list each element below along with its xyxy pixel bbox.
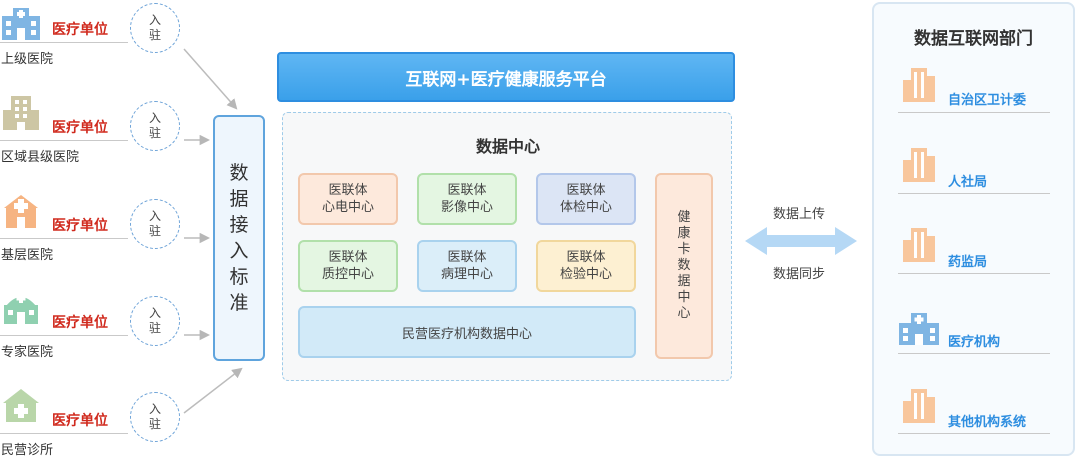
hospital-unit-label: 医疗单位: [52, 315, 108, 331]
private-medical-data-center: 民营医疗机构数据中心: [298, 306, 636, 358]
divider: [0, 42, 128, 43]
module-ecg-center: 医联体心电中心: [298, 173, 398, 225]
data-access-standard-label: 数据接入标准: [229, 162, 249, 314]
tall-building-icon: [3, 96, 39, 130]
clinic-cross-icon: [4, 195, 38, 228]
hospital-building-icon: [2, 8, 40, 40]
module-pathology-center: 医联体病理中心: [417, 240, 517, 292]
hospital-type-label: 区域县级医院: [1, 150, 80, 165]
hospital-type-label: 专家医院: [1, 345, 54, 360]
join-badge: 入驻: [130, 199, 180, 249]
dept-label: 医疗机构: [948, 335, 1001, 350]
hospital-building-icon: [899, 313, 939, 345]
join-badge: 入驻: [130, 392, 180, 442]
hospital-unit-label: 医疗单位: [52, 120, 108, 136]
module-qc-center: 医联体质控中心: [298, 240, 398, 292]
divider: [898, 433, 1050, 434]
hospital-type-label: 上级医院: [1, 52, 54, 67]
dept-label: 药监局: [948, 255, 988, 270]
join-badge: 入驻: [130, 296, 180, 346]
divider: [898, 353, 1050, 354]
upload-label: 数据上传: [773, 207, 826, 222]
dept-label: 自治区卫计委: [948, 93, 1027, 108]
divider: [898, 112, 1050, 113]
divider: [0, 335, 128, 336]
join-badge: 入驻: [130, 3, 180, 53]
divider: [898, 193, 1050, 194]
divider: [0, 238, 128, 239]
dept-label: 其他机构系统: [948, 415, 1027, 430]
join-badge: 入驻: [130, 101, 180, 151]
hospital-type-label: 民营诊所: [1, 443, 54, 458]
module-lab-center: 医联体检验中心: [536, 240, 636, 292]
building-icon: [903, 389, 935, 423]
building-icon: [903, 68, 935, 102]
module-checkup-center: 医联体体检中心: [536, 173, 636, 225]
arrow-row-1: [183, 48, 238, 110]
data-center-title: 数据中心: [475, 137, 540, 156]
module-imaging-center: 医联体影像中心: [417, 173, 517, 225]
data-access-standard-box: 数据接入标准: [213, 115, 265, 361]
divider: [898, 273, 1050, 274]
health-card-data-center: 健康卡数据中心: [655, 173, 713, 359]
dept-label: 人社局: [948, 175, 988, 190]
platform-title: 互联网+医疗健康服务平台: [405, 69, 607, 90]
platform-title-bar: 互联网+医疗健康服务平台: [277, 52, 735, 102]
domed-hospital-icon: [4, 294, 38, 324]
departments-title: 数据互联网部门: [914, 29, 1033, 49]
hospital-type-label: 基层医院: [1, 248, 54, 263]
divider: [0, 433, 128, 434]
hospital-unit-label: 医疗单位: [52, 22, 108, 38]
sync-label: 数据同步: [773, 267, 826, 282]
departments-panel: 数据互联网部门: [872, 2, 1075, 456]
arrow-row-5: [183, 367, 243, 414]
building-icon: [903, 228, 935, 262]
house-cross-icon: [3, 389, 39, 422]
building-icon: [903, 148, 935, 182]
divider: [0, 140, 128, 141]
hospital-unit-label: 医疗单位: [52, 218, 108, 234]
double-arrow-icon: [745, 227, 857, 255]
hospital-unit-label: 医疗单位: [52, 413, 108, 429]
